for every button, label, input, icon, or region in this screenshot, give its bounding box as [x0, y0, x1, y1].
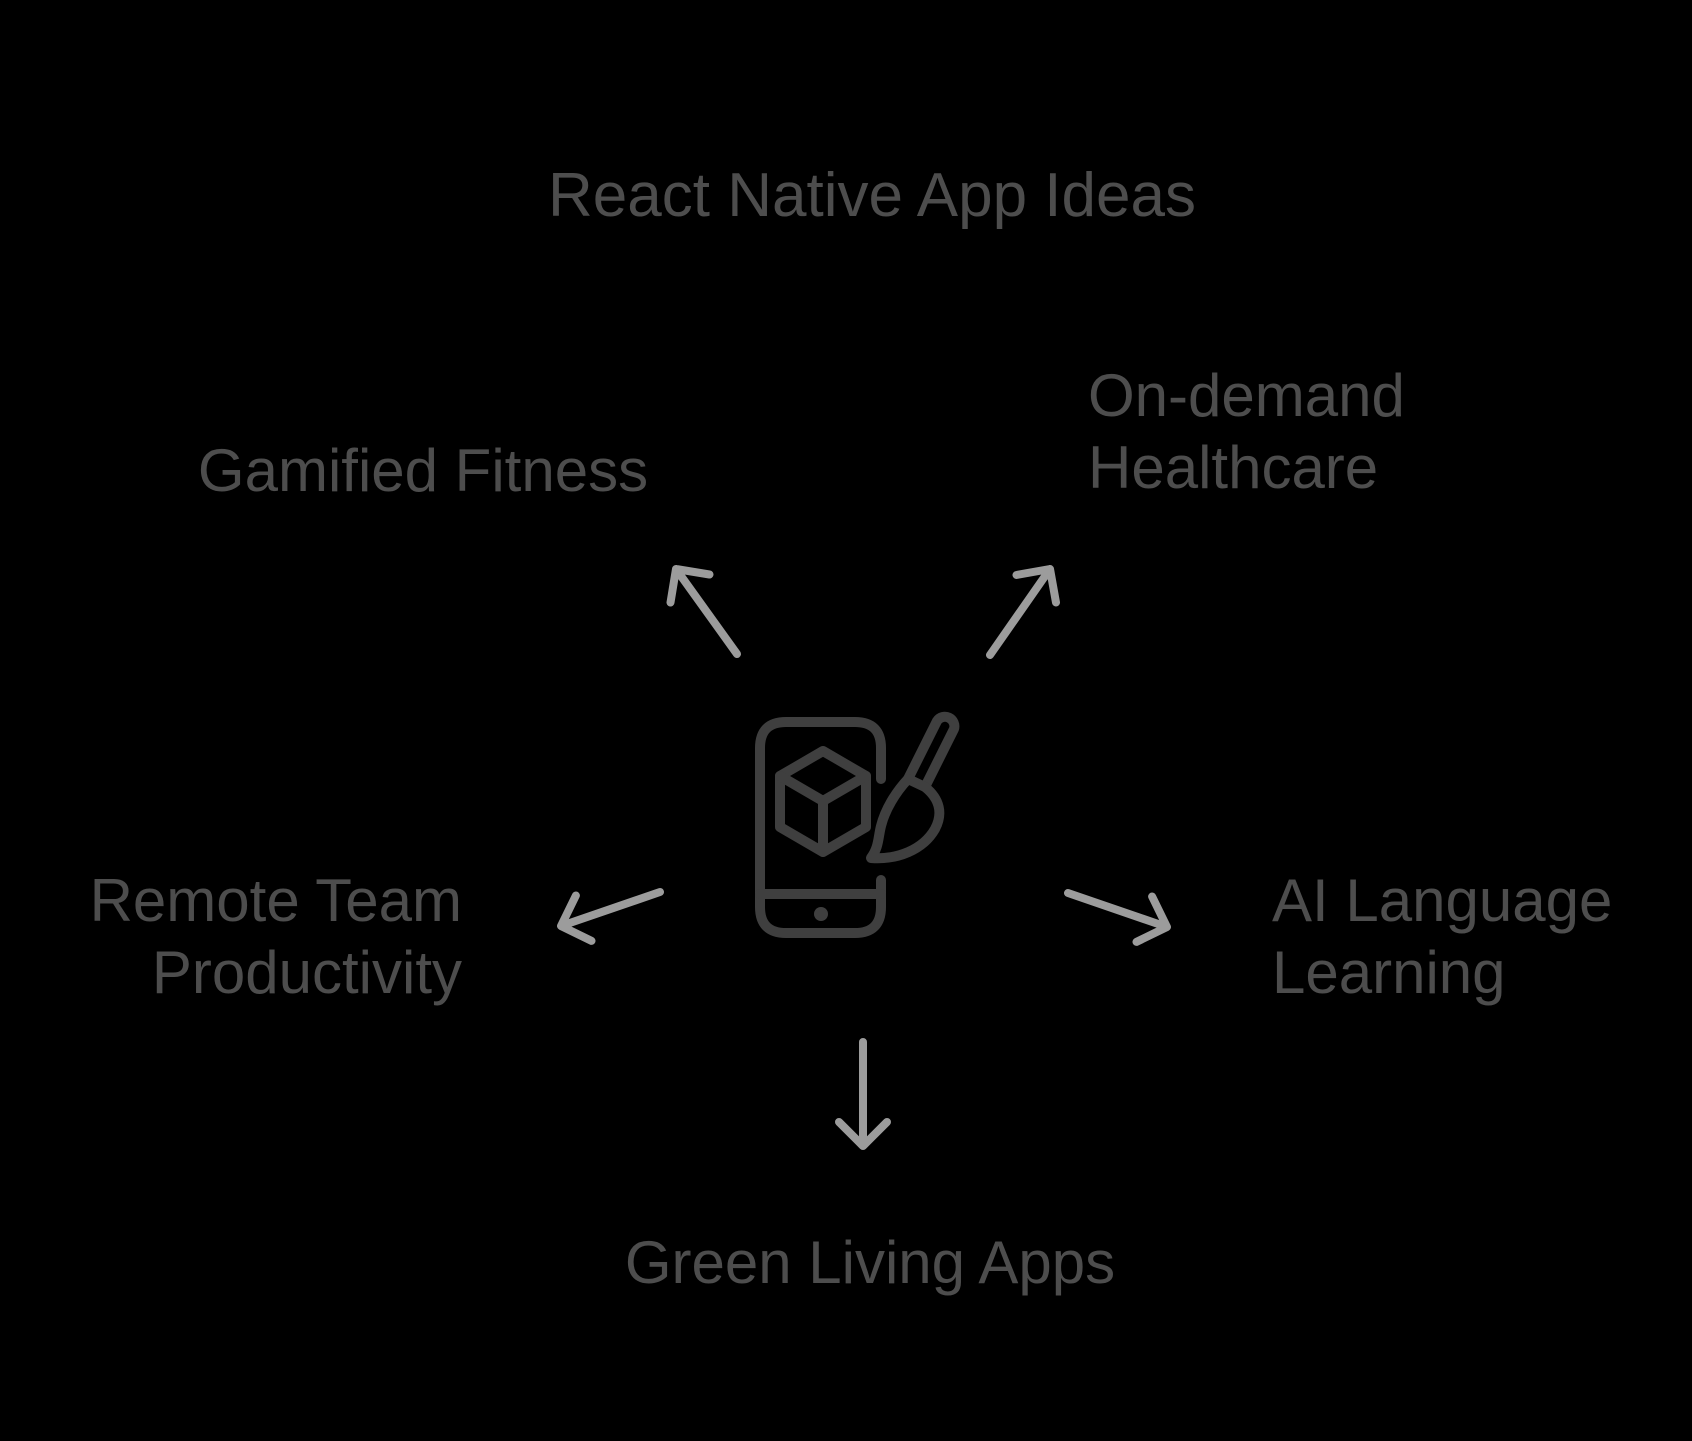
node-label-line: On-demand — [1088, 362, 1405, 429]
node-label-line: Gamified Fitness — [197, 437, 649, 504]
arrow-to-on-demand-healthcare — [986, 565, 1060, 659]
arrow-to-remote-team-productivity — [557, 888, 664, 945]
phone-home-button — [814, 907, 828, 921]
arrows-group — [557, 565, 1171, 1150]
paintbrush-icon — [866, 711, 960, 864]
arrow-to-ai-language-learning — [1064, 889, 1171, 946]
node-ai-language-learning: AI Language Learning — [1272, 865, 1612, 1009]
node-on-demand-healthcare: On-demand Healthcare — [1088, 360, 1405, 504]
arrow-to-green-living-apps — [835, 1038, 891, 1150]
node-label-line: Green Living Apps — [624, 1229, 1116, 1296]
node-label-line: Healthcare — [1088, 434, 1379, 501]
diagram-title: React Native App Ideas — [548, 161, 1196, 230]
node-label-line: Remote Team — [89, 867, 462, 934]
arrow-to-gamified-fitness — [666, 565, 741, 658]
cube-icon — [775, 746, 871, 857]
phone-icon — [755, 717, 886, 938]
node-remote-team-productivity: Remote Team Productivity — [90, 865, 462, 1009]
node-gamified-fitness: Gamified Fitness — [198, 435, 648, 507]
mobile-app-design-icon — [755, 711, 960, 938]
node-label-line: Learning — [1272, 939, 1506, 1006]
node-label-line: AI Language — [1272, 867, 1613, 934]
node-green-living-apps: Green Living Apps — [625, 1227, 1115, 1299]
node-label-line: Productivity — [151, 939, 462, 1006]
